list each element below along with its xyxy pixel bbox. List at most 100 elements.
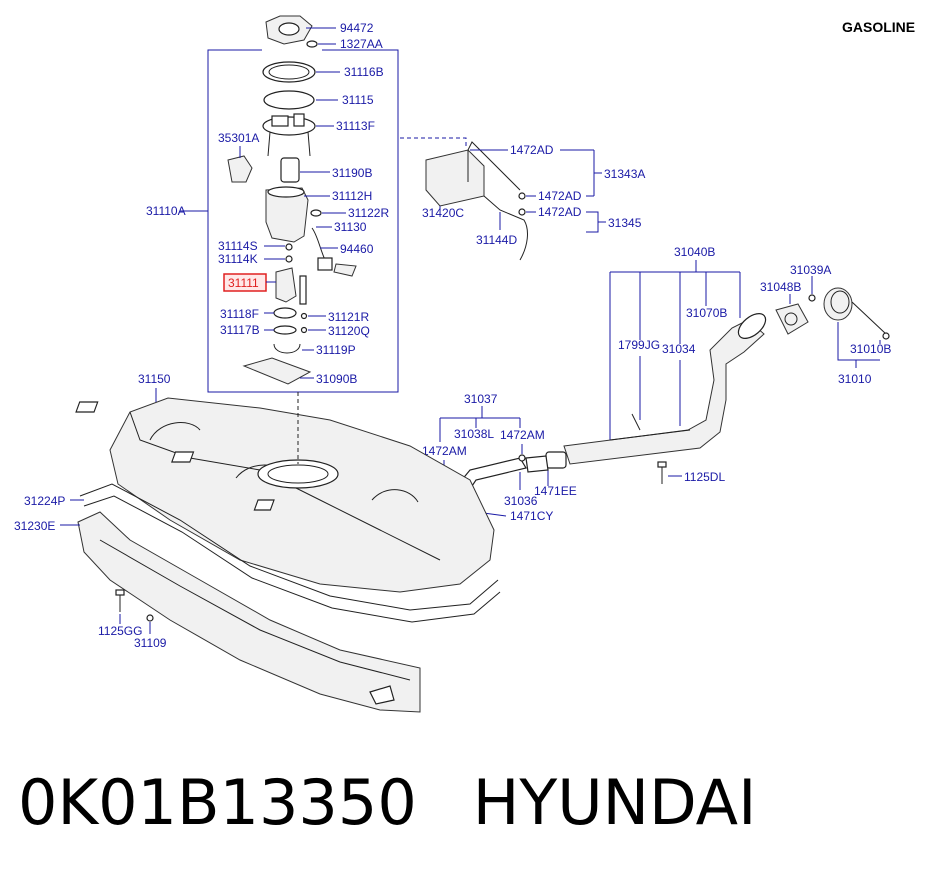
part-94472-hole xyxy=(278,22,300,36)
part-31144D-hose xyxy=(483,195,528,261)
label-1125DL[interactable]: 1125DL xyxy=(684,470,725,484)
part-31113F-rod2 xyxy=(307,131,311,157)
label-31114S[interactable]: 31114S xyxy=(218,239,258,253)
part-31224P-band xyxy=(79,483,499,611)
brand-name: HYUNDAI xyxy=(472,766,757,839)
part-31112H-top xyxy=(267,186,305,198)
label-31114K[interactable]: 31114K xyxy=(218,252,258,266)
part-31090B-plate xyxy=(242,357,312,385)
part-31118F-ring xyxy=(273,307,297,319)
label-1472AM-a[interactable]: 1472AM xyxy=(422,444,467,458)
label-31118F[interactable]: 31118F xyxy=(220,307,259,321)
label-1327AA[interactable]: 1327AA xyxy=(340,37,383,51)
part-31224P-band-lower xyxy=(83,495,501,623)
part-31120Q xyxy=(300,326,308,334)
part-31150-tank-rib1 xyxy=(149,422,201,441)
part-31040B-filler-pipe xyxy=(563,319,765,465)
part-31113F-flange xyxy=(262,116,316,136)
tank-pad-1 xyxy=(75,401,99,413)
part-31115-gasket xyxy=(263,90,315,110)
part-31070B-mouth xyxy=(737,313,767,339)
part-31036-hose xyxy=(525,455,549,473)
part-31109-nut xyxy=(146,614,154,622)
part-31048B-gasket xyxy=(775,303,809,335)
label-31420C[interactable]: 31420C xyxy=(422,206,464,220)
label-31038L[interactable]: 31038L xyxy=(454,427,494,441)
label-31150[interactable]: 31150 xyxy=(138,372,171,386)
label-1472AD-b[interactable]: 1472AD xyxy=(538,189,582,203)
label-31121R[interactable]: 31121R xyxy=(328,310,369,324)
label-1472AD-a[interactable]: 1472AD xyxy=(510,143,554,157)
part-31113F-rod1 xyxy=(267,131,271,157)
label-31034[interactable]: 31034 xyxy=(662,342,696,356)
label-35301A[interactable]: 35301A xyxy=(218,131,259,145)
part-31230E-protector xyxy=(77,511,421,713)
part-canister-hose xyxy=(467,141,521,191)
label-31345[interactable]: 31345 xyxy=(608,216,642,230)
label-1471EE[interactable]: 1471EE xyxy=(534,484,577,498)
leader-31010-group xyxy=(837,322,880,361)
part-1472AD-clip-c xyxy=(518,208,526,216)
label-1799JG[interactable]: 1799JG xyxy=(618,338,660,352)
part-31150-tank xyxy=(109,397,495,593)
label-31048B[interactable]: 31048B xyxy=(760,280,801,294)
part-31010B-strap xyxy=(851,301,887,335)
part-31121R xyxy=(300,312,308,320)
label-31117B[interactable]: 31117B xyxy=(220,323,260,337)
part-31119P-clip xyxy=(273,343,301,354)
fuel-tank-exploded-diagram: GASOLINE 31110A 94472 1327AA 31116B 3111… xyxy=(14,15,915,713)
label-31112H[interactable]: 31112H xyxy=(332,189,372,203)
part-1471EE-clamp xyxy=(545,451,567,469)
label-1472AD-c[interactable]: 1472AD xyxy=(538,205,582,219)
part-31116B-inner xyxy=(268,64,310,80)
variant-title: GASOLINE xyxy=(842,19,915,35)
pump-assembly-bracket xyxy=(207,49,399,393)
label-31130[interactable]: 31130 xyxy=(334,220,367,234)
label-31109[interactable]: 31109 xyxy=(134,636,167,650)
part-31150-pump-opening-inner xyxy=(267,464,329,484)
label-31010B[interactable]: 31010B xyxy=(850,342,891,356)
part-31113F-port xyxy=(271,115,289,127)
label-31111[interactable]: 31111 xyxy=(228,276,259,290)
label-31230E[interactable]: 31230E xyxy=(14,519,55,533)
part-31111-strainer xyxy=(275,267,297,303)
label-31039A[interactable]: 31039A xyxy=(790,263,831,277)
label-31070B[interactable]: 31070B xyxy=(686,306,727,320)
label-31036[interactable]: 31036 xyxy=(504,494,538,508)
leader-31040B-top xyxy=(610,260,697,273)
part-31010-cap-face xyxy=(830,290,850,314)
label-31120Q[interactable]: 31120Q xyxy=(328,324,370,338)
leader-31345-bracket xyxy=(586,211,599,233)
label-1125GG[interactable]: 1125GG xyxy=(98,624,142,638)
part-1472AM-clip-b xyxy=(518,454,526,462)
part-number: 0K01B13350 xyxy=(18,766,417,839)
part-94460-wire xyxy=(311,227,327,263)
label-31037[interactable]: 31037 xyxy=(464,392,498,406)
part-31117B-ring xyxy=(273,325,297,335)
label-94472[interactable]: 94472 xyxy=(340,21,374,35)
part-1125DL-head xyxy=(657,461,667,468)
part-1472AD-clip-b xyxy=(518,192,526,200)
part-1327AA-nut xyxy=(306,40,318,48)
part-31420C-canister xyxy=(425,149,485,207)
label-31090B[interactable]: 31090B xyxy=(316,372,357,386)
label-31113F[interactable]: 31113F xyxy=(336,119,375,133)
label-31343A[interactable]: 31343A xyxy=(604,167,645,181)
part-31010B-end xyxy=(882,332,890,340)
part-31190B-filter xyxy=(280,157,300,183)
label-31119P[interactable]: 31119P xyxy=(316,343,356,357)
label-31040B[interactable]: 31040B xyxy=(674,245,715,259)
label-1472AM-b[interactable]: 1472AM xyxy=(500,428,545,442)
label-31110A[interactable]: 31110A xyxy=(146,204,186,218)
label-31190B[interactable]: 31190B xyxy=(332,166,372,180)
label-31224P[interactable]: 31224P xyxy=(24,494,65,508)
part-31150-pump-opening xyxy=(257,459,339,489)
label-94460[interactable]: 94460 xyxy=(340,242,374,256)
label-1471CY[interactable]: 1471CY xyxy=(510,509,553,523)
label-31115[interactable]: 31115 xyxy=(342,93,374,107)
label-31116B[interactable]: 31116B xyxy=(344,65,384,79)
part-35301A-sender xyxy=(227,155,253,183)
label-31122R[interactable]: 31122R xyxy=(348,206,389,220)
label-31144D[interactable]: 31144D xyxy=(476,233,517,247)
label-31010[interactable]: 31010 xyxy=(838,372,872,386)
